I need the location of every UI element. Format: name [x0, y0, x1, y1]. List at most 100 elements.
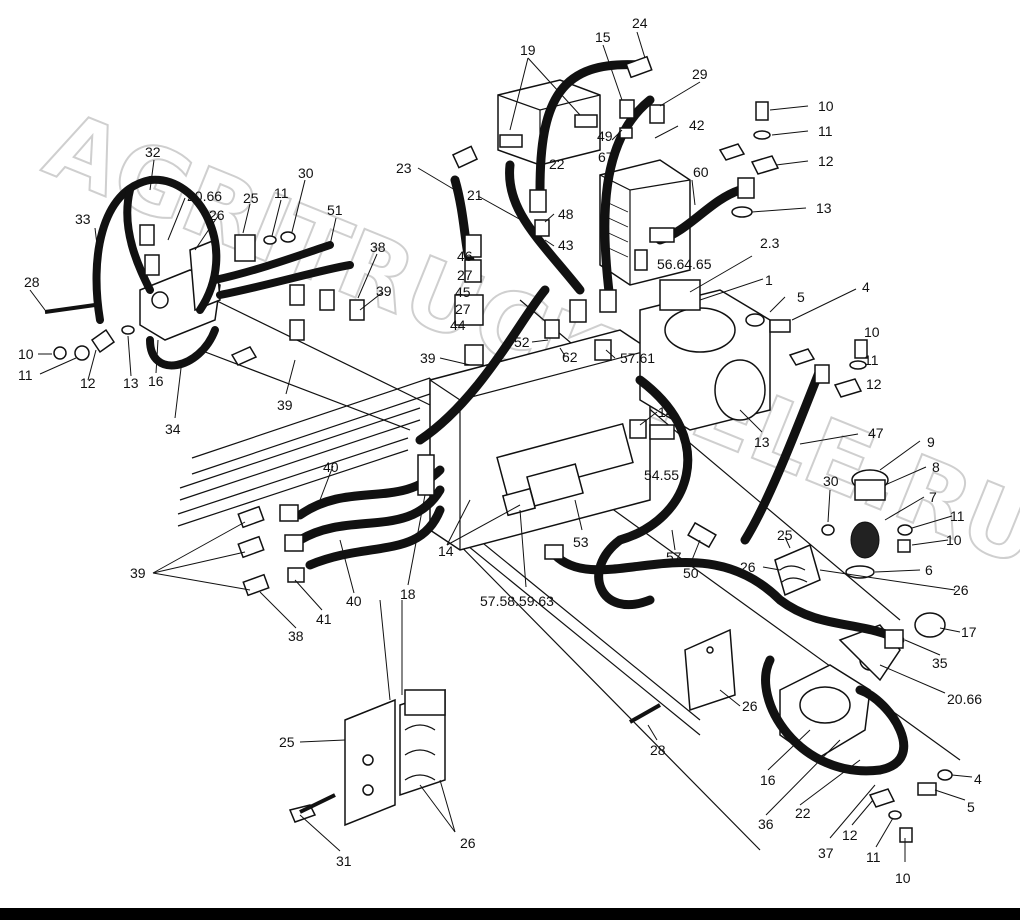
label-25-bottom: 25 — [279, 734, 295, 750]
label-52: 52 — [514, 334, 530, 350]
label-37: 37 — [818, 845, 834, 861]
label-30-left: 30 — [298, 165, 314, 181]
label-11-top: 11 — [818, 123, 833, 139]
label-11-bottom: 11 — [866, 849, 881, 865]
label-27-a: 27 — [457, 267, 473, 283]
label-53: 53 — [573, 534, 589, 550]
gasket — [914, 612, 946, 638]
label-47: 47 — [868, 425, 884, 441]
label-10-bottom: 10 — [895, 870, 911, 886]
label-26-left: 26 — [209, 207, 225, 223]
label-6: 6 — [925, 562, 933, 578]
label-12-top: 12 — [818, 153, 834, 169]
label-49: 49 — [597, 128, 613, 144]
label-24: 24 — [632, 15, 648, 31]
label-39-mid: 39 — [420, 350, 436, 366]
valve-block — [429, 329, 651, 551]
label-54-55: 54.55 — [644, 467, 679, 483]
label-62: 62 — [562, 349, 578, 365]
label-12-right: 12 — [866, 376, 882, 392]
label-38-bottom: 38 — [288, 628, 304, 644]
label-28-bottom: 28 — [650, 742, 666, 758]
bottom-bar — [0, 908, 1020, 920]
label-33: 33 — [75, 211, 91, 227]
label-12-left: 12 — [80, 375, 96, 391]
label-13-top: 13 — [816, 200, 832, 216]
label-17: 17 — [961, 624, 977, 640]
clamp-block — [629, 628, 736, 724]
label-26-far-right: 26 — [953, 582, 969, 598]
label-60: 60 — [693, 164, 709, 180]
leader-lines — [29, 31, 973, 862]
label-39-left: 39 — [277, 397, 293, 413]
label-45: 45 — [455, 284, 471, 300]
callout-labels: 24 15 19 29 42 49 67 22 10 11 12 13 60 3… — [18, 15, 982, 886]
label-28-left: 28 — [24, 274, 40, 290]
label-19: 19 — [520, 42, 536, 58]
small-clamp — [774, 543, 821, 597]
label-44: 44 — [450, 317, 466, 333]
label-16-bottom: 16 — [760, 772, 776, 788]
label-26-detail: 26 — [460, 835, 476, 851]
right-valve — [779, 624, 901, 761]
label-10-top: 10 — [818, 98, 834, 114]
label-11-right: 11 — [864, 352, 879, 368]
hardware — [44, 101, 953, 843]
label-51: 51 — [327, 202, 343, 218]
label-46: 46 — [457, 248, 473, 264]
label-35: 35 — [932, 655, 948, 671]
label-23: 23 — [396, 160, 412, 176]
label-43: 43 — [558, 237, 574, 253]
label-4-top: 4 — [862, 279, 870, 295]
label-13-left: 13 — [123, 375, 139, 391]
label-40-bottom: 40 — [346, 593, 362, 609]
label-12-bottom: 12 — [842, 827, 858, 843]
label-42: 42 — [689, 117, 705, 133]
fittings — [139, 55, 904, 649]
label-50: 50 — [683, 565, 699, 581]
label-1: 1 — [765, 272, 773, 288]
label-56-64-65: 56.64.65 — [657, 256, 712, 272]
label-22-top: 22 — [549, 156, 565, 172]
label-14-bottom: 14 — [438, 543, 454, 559]
label-11-right-b: 11 — [950, 508, 965, 524]
label-10-right-b: 10 — [946, 532, 962, 548]
label-25-right: 25 — [777, 527, 793, 543]
label-34: 34 — [165, 421, 181, 437]
label-5-bottom: 5 — [967, 799, 975, 815]
label-67: 67 — [598, 149, 614, 165]
label-11-left: 11 — [18, 367, 33, 383]
label-10-left: 10 — [18, 346, 34, 362]
label-40-top: 40 — [323, 459, 339, 475]
label-21: 21 — [467, 187, 483, 203]
label-22-bottom: 22 — [795, 805, 811, 821]
label-8: 8 — [932, 459, 940, 475]
label-4-bottom: 4 — [974, 771, 982, 787]
label-27-b: 27 — [455, 301, 471, 317]
tank — [599, 159, 691, 286]
label-20-66-right: 20.66 — [947, 691, 982, 707]
hoses — [92, 60, 909, 776]
label-32: 32 — [145, 144, 161, 160]
label-20-66-left: 20.66 — [187, 188, 222, 204]
label-36: 36 — [758, 816, 774, 832]
label-30-right: 30 — [823, 473, 839, 489]
label-11-left-top: 11 — [274, 185, 289, 201]
label-9: 9 — [927, 434, 935, 450]
label-31: 31 — [336, 853, 352, 869]
label-29: 29 — [692, 66, 708, 82]
label-7: 7 — [929, 489, 937, 505]
label-25-left: 25 — [243, 190, 259, 206]
label-57-right: 57 — [666, 549, 682, 565]
filter — [845, 469, 889, 579]
label-5-top: 5 — [797, 289, 805, 305]
label-10-right: 10 — [864, 324, 880, 340]
label-26-bottom: 26 — [742, 698, 758, 714]
label-13-right: 13 — [754, 434, 770, 450]
label-39-bottom: 39 — [130, 565, 146, 581]
label-38-top: 38 — [370, 239, 386, 255]
label-15: 15 — [595, 29, 611, 45]
label-57-58-59-63: 57.58.59.63 — [480, 593, 554, 609]
